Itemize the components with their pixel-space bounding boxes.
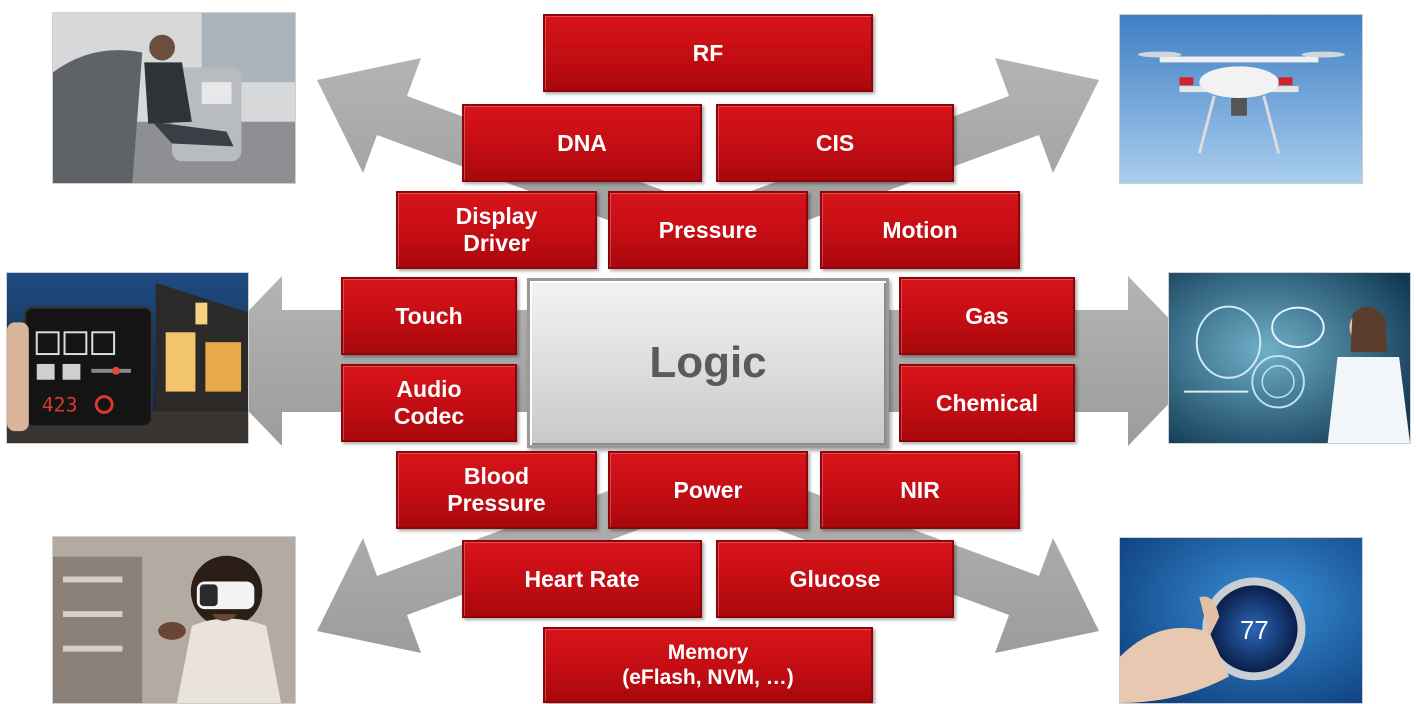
brick-blood-pressure: Blood Pressure	[396, 451, 597, 529]
brick-nir: NIR	[820, 451, 1020, 529]
thermostat-readout: 77	[1240, 617, 1269, 645]
brick-glucose: Glucose	[716, 540, 954, 618]
brick-dna: DNA	[462, 104, 702, 182]
autonomous-car-photo-icon	[52, 12, 296, 184]
brick-gas: Gas	[899, 277, 1075, 355]
brick-display-driver: Display Driver	[396, 191, 597, 269]
brick-cis: CIS	[716, 104, 954, 182]
brick-power: Power	[608, 451, 808, 529]
brick-chemical: Chemical	[899, 364, 1075, 442]
brick-audio-codec: Audio Codec	[341, 364, 517, 442]
logic-block: Logic	[527, 278, 889, 448]
brick-touch: Touch	[341, 277, 517, 355]
vr-headset-photo-icon	[52, 536, 296, 704]
medical-hologram-photo-icon	[1168, 272, 1411, 444]
brick-heart-rate: Heart Rate	[462, 540, 702, 618]
panel-readout: 423	[42, 393, 78, 416]
brick-motion: Motion	[820, 191, 1020, 269]
smart-thermostat-photo-icon: 77	[1119, 537, 1363, 704]
smart-home-panel-photo-icon: 423	[6, 272, 249, 444]
logic-label: Logic	[649, 338, 767, 387]
brick-memory: Memory (eFlash, NVM, …)	[543, 627, 873, 703]
brick-rf: RF	[543, 14, 873, 92]
drone-photo-icon	[1119, 14, 1363, 184]
brick-pressure: Pressure	[608, 191, 808, 269]
